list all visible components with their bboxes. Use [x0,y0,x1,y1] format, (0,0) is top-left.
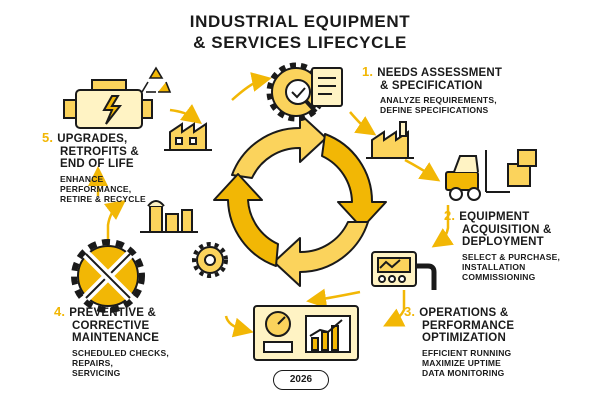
stage-1-heading-line: NEEDS ASSESSMENT [377,67,503,79]
arrow-stage1-to-factory [349,111,377,136]
stage-5-details: ENHANCE PERFORMANCE, RETIRE & RECYCLE [42,174,146,204]
stage-5-number: 5. [42,130,54,145]
industry-icon [164,122,212,151]
stage-2-details: SELECT & PURCHASE, INSTALLATION COMMISSI… [444,252,560,282]
stage-5-detail-line: RETIRE & RECYCLE [60,193,146,204]
stage-3-heading: 3.OPERATIONS & PERFORMANCE OPTIMIZATION [404,304,515,345]
center-arrow-left [213,173,279,267]
arrow-factory-to-forklift [404,158,441,182]
stage-4-heading-line: MAINTENANCE [72,332,160,344]
stage-5-detail-line: ENHANCE [60,173,104,184]
stage-1-detail-line: DEFINE SPECIFICATIONS [380,105,489,115]
arrow-dashboard-to-panel [306,288,361,309]
stage-2-heading: 2.EQUIPMENT ACQUISITION & DEPLOYMENT [444,208,560,249]
center-arrow-bottom [273,221,369,287]
stage-4-heading-line: CORRECTIVE [72,319,150,332]
stage-4-heading: 4.PREVENTIVE & CORRECTIVE MAINTENANCE [54,304,169,345]
stage-2-heading-line: EQUIPMENT [459,211,530,223]
stage-2-detail-line: SELECT & PURCHASE, [462,251,561,262]
stage-5-detail-line: PERFORMANCE, [60,183,132,194]
arrow-wrench-up [103,199,126,240]
stage-3: 3.OPERATIONS & PERFORMANCE OPTIMIZATION … [404,304,515,378]
stage-5-heading: 5.UPGRADES, RETROFITS & END OF LIFE [42,130,146,171]
stage-3-detail-line: DATA MONITORING [422,367,505,378]
stage-3-detail-line: EFFICIENT RUNNING [422,347,512,358]
center-arrow-right [321,133,387,229]
stage-1-details: ANALYZE REQUIREMENTS, DEFINE SPECIFICATI… [362,95,502,115]
arrow-engine-right [169,104,203,124]
forklift-icon [445,149,537,201]
stage-2-detail-line: INSTALLATION [462,261,526,272]
stage-2-heading-line: ACQUISITION & [462,223,552,236]
stage-1: 1.NEEDS ASSESSMENT & SPECIFICATION ANALY… [362,64,503,115]
stage-4-detail-line: SCHEDULED CHECKS, [72,347,169,358]
stage-4-heading-line: PREVENTIVE & [69,307,157,319]
stage-4-detail-line: SERVICING [72,367,121,378]
stage-2-number: 2. [444,208,456,223]
stage-1-heading: 1.NEEDS ASSESSMENT & SPECIFICATION [362,64,503,92]
stage-5-heading-line: UPGRADES, [57,133,128,145]
stage-4-details: SCHEDULED CHECKS, REPAIRS, SERVICING [54,348,169,378]
title-line-2: & SERVICES LIFECYCLE [193,33,407,52]
stage-5-heading-line: RETROFITS & [60,145,139,158]
stage-2-detail-line: COMMISSIONING [462,271,536,282]
engine-icon [63,79,153,129]
stage-4: 4.PREVENTIVE & CORRECTIVE MAINTENANCE SC… [54,304,169,378]
title-line-1: INDUSTRIAL EQUIPMENT [189,12,411,31]
stage-3-number: 3. [404,304,416,319]
center-cycle-icon [213,113,387,287]
stage-5: 5.UPGRADES, RETROFITS & END OF LIFE ENHA… [42,130,146,204]
stage-3-heading-line: OPTIMIZATION [422,332,506,344]
arrow-to-stage-1 [231,72,272,101]
arrow-to-stage-3 [383,290,406,327]
stage-3-detail-line: MAXIMIZE UPTIME [422,357,502,368]
stage-4-number: 4. [54,304,66,319]
stage-3-heading-line: OPERATIONS & [419,307,509,319]
checklist-gear-icon [266,62,343,122]
wrench-icon [71,239,145,313]
stage-2: 2.EQUIPMENT ACQUISITION & DEPLOYMENT SEL… [444,208,560,282]
stage-2-heading-line: DEPLOYMENT [462,236,544,248]
stage-5-heading-line: END OF LIFE [60,158,134,170]
year-badge: 2026 [273,370,329,390]
arrow-to-dashboard [224,315,254,338]
dashboard-chart-icon [253,305,359,361]
stage-4-detail-line: REPAIRS, [72,357,114,368]
stage-1-detail-line: ANALYZE REQUIREMENTS, [380,95,497,105]
stage-1-heading-line: & SPECIFICATION [380,79,483,92]
stage-3-details: EFFICIENT RUNNING MAXIMIZE UPTIME DATA M… [404,348,514,378]
outer-cycle-arrows [88,72,454,338]
stage-3-heading-line: PERFORMANCE [422,319,515,332]
stage-1-number: 1. [362,64,374,79]
factory-icon [366,121,414,159]
refinery-icon [140,200,198,233]
recycle-icon [141,66,172,93]
gear-icon [192,242,228,278]
center-arrow-top [231,113,327,179]
arrow-forklift-down [431,205,454,248]
control-panel-icon [371,251,437,290]
